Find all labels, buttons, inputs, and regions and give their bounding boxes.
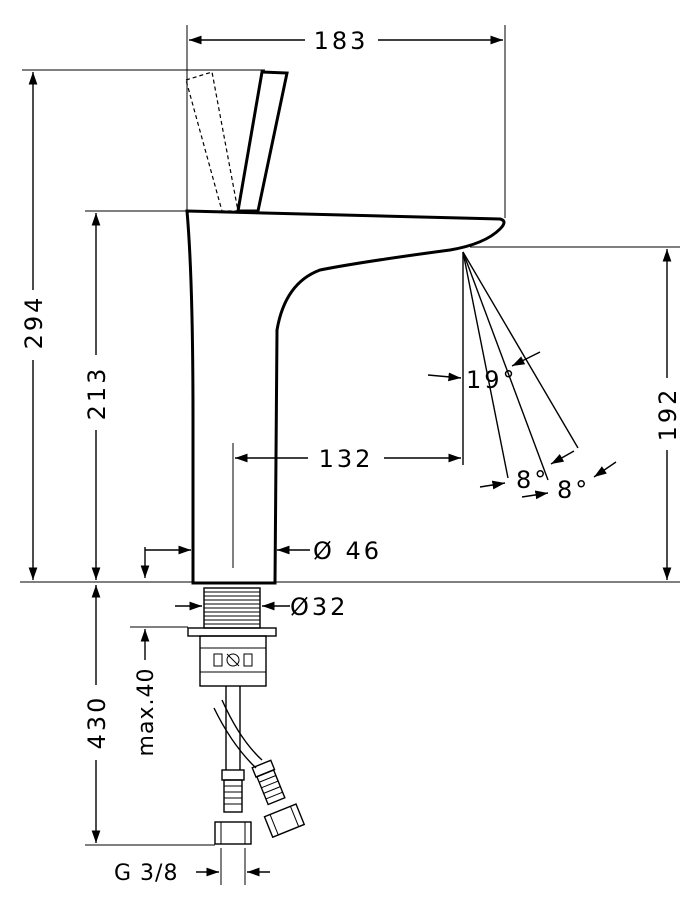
mounting-shank [188, 588, 276, 686]
dim-diameter-shank: Ø32 [175, 593, 348, 621]
dim-reach-label: 132 [319, 445, 374, 473]
dim-diameter-body-label: Ø 46 [313, 537, 382, 565]
dim-connection-length-label: 430 [83, 695, 111, 750]
dim-spout-height: 192 [654, 249, 682, 580]
faucet-body [187, 211, 504, 583]
dim-height-spout: 213 [83, 213, 111, 580]
dim-height-total: 294 [20, 72, 48, 580]
dim-height-total-label: 294 [20, 295, 48, 350]
lever-handle-alt-position [186, 72, 238, 211]
dim-max-thickness: max.40 [134, 629, 159, 756]
dim-angle-b-label: 8° [557, 476, 590, 504]
dim-height-spout-label: 213 [83, 366, 111, 421]
dim-reach: 132 [235, 445, 461, 473]
dim-diameter-body: Ø 46 [145, 537, 382, 578]
dim-angle-main-label: 19° [466, 366, 518, 394]
lever-handle [238, 72, 287, 211]
dim-connection-length: 430 [83, 585, 111, 843]
dim-spout-height-label: 192 [654, 387, 682, 442]
supply-hoses [214, 686, 304, 844]
dim-thread-label: G 3/8 [114, 861, 178, 886]
dim-diameter-shank-label: Ø32 [290, 593, 348, 621]
dim-max-thickness-label: max.40 [134, 668, 159, 757]
dim-angle-a-label: 8° [516, 466, 549, 494]
dim-width-top: 183 [189, 27, 503, 55]
dim-width-top-label: 183 [314, 27, 369, 55]
dim-thread: G 3/8 [114, 861, 270, 886]
